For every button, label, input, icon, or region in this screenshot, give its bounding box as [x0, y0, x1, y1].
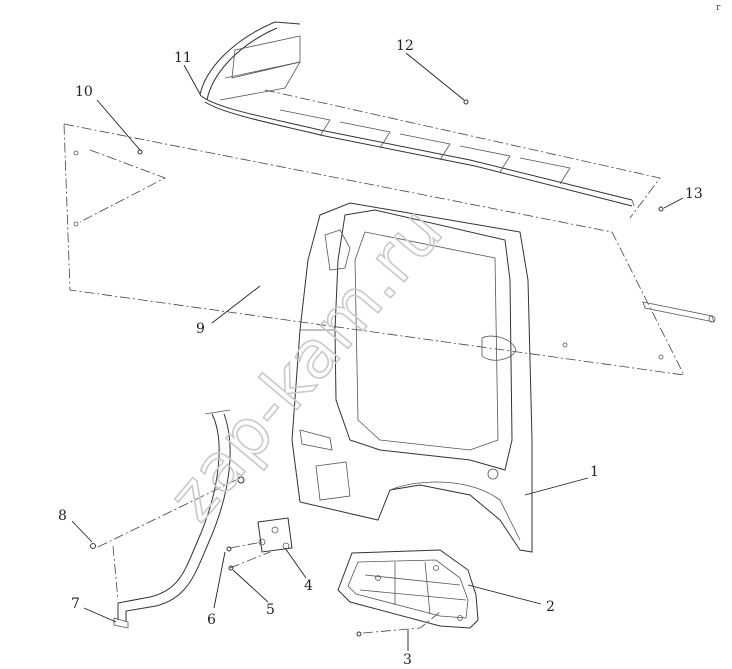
callout-7: 7: [71, 596, 80, 612]
callout-numbers: 1 2 3 4 5 6 7 8 9 10 11 12 13: [58, 38, 703, 668]
callout-2: 2: [546, 599, 555, 615]
callout-13: 13: [685, 186, 703, 202]
part-10-clip: [137, 149, 143, 155]
callout-6: 6: [207, 612, 216, 628]
part-7-8-rod: [90, 409, 245, 629]
corner-mark: r: [716, 3, 721, 13]
callout-4: 4: [304, 578, 313, 594]
part-5-bolt: [228, 565, 234, 571]
leader-lines: [71, 52, 684, 651]
part-4-bracket: [229, 517, 293, 569]
callout-11: 11: [174, 50, 192, 66]
callout-8: 8: [58, 508, 67, 524]
part-9-panel: [63, 123, 716, 376]
callout-3: 3: [403, 652, 412, 668]
part-11-trim-rail: [199, 21, 661, 219]
callout-5: 5: [266, 602, 275, 618]
callout-12: 12: [396, 38, 414, 54]
part-13-screw: [658, 206, 664, 212]
part-3-screw: [356, 631, 362, 637]
callout-10: 10: [75, 84, 93, 100]
part-2-cover-plate: [337, 549, 479, 629]
part-6-bolt: [226, 546, 232, 552]
callout-1: 1: [590, 464, 599, 480]
part-1-frame-panel: [291, 202, 533, 553]
part-12-clip: [463, 99, 469, 105]
callout-9: 9: [196, 321, 205, 337]
part-3-dashline: [362, 611, 441, 634]
